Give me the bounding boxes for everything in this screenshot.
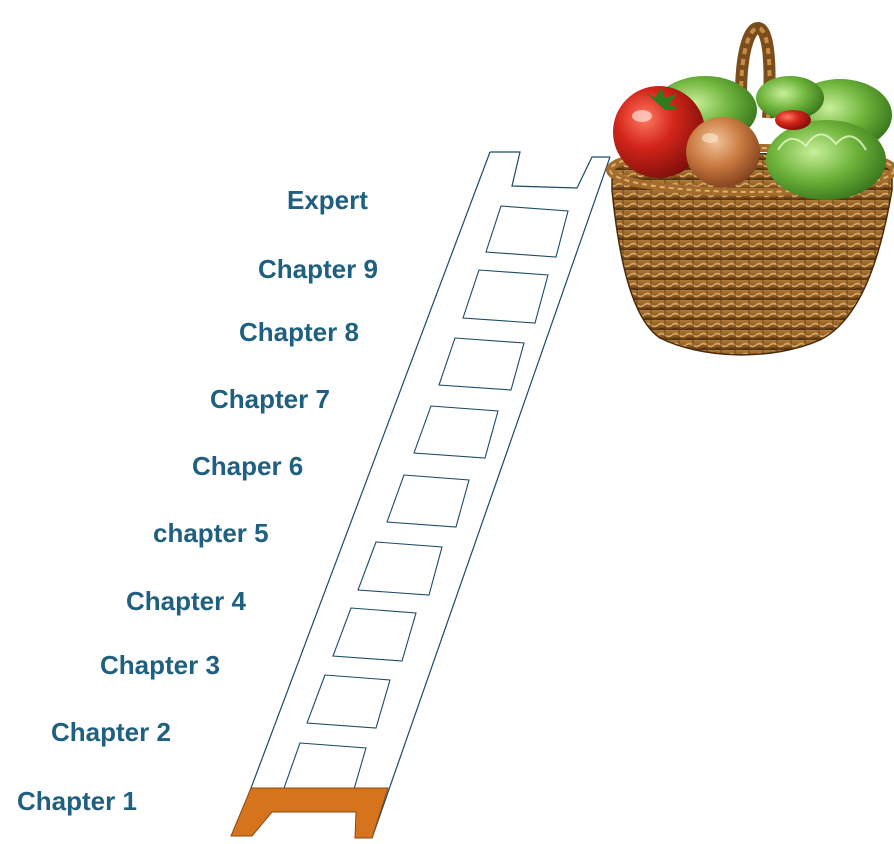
ladder-rung [413, 405, 499, 459]
ladder-rung [462, 269, 549, 324]
ladder-icon [230, 151, 611, 839]
ladder-rung [438, 337, 525, 391]
label-chapter-7: Chapter 7 [210, 384, 330, 414]
ladder-rung [386, 474, 470, 528]
label-chapter-9: Chapter 9 [258, 254, 378, 284]
ladder-top-notch [490, 151, 610, 189]
label-chapter-4: Chapter 4 [126, 586, 246, 616]
label-chapter-3: Chapter 3 [100, 650, 220, 680]
label-expert: Expert [287, 185, 368, 215]
basket-handle-weave [739, 25, 772, 121]
lettuce-icon [766, 120, 886, 200]
ladder-rung [357, 541, 443, 596]
ladder-right-rail [371, 156, 611, 839]
tomato-icon [613, 86, 705, 178]
ladder-rung [306, 674, 391, 729]
label-chapter-5: chapter 5 [153, 518, 269, 548]
label-chapter-2: Chapter 2 [51, 717, 171, 747]
ladder-rung [332, 607, 417, 662]
lettuce-icon [756, 76, 824, 120]
vegetable-basket-icon [606, 21, 894, 356]
ladder-base [230, 787, 389, 839]
label-chapter-8: Chapter 8 [239, 317, 359, 347]
label-chapter-6: Chaper 6 [192, 451, 304, 481]
ladder-rung [485, 205, 569, 258]
tomato-icon [775, 110, 811, 130]
tomato-stem [645, 88, 679, 110]
ladder-left-rail [232, 151, 491, 837]
onion-icon [686, 117, 760, 187]
label-chapter-1: Chapter 1 [17, 786, 137, 816]
